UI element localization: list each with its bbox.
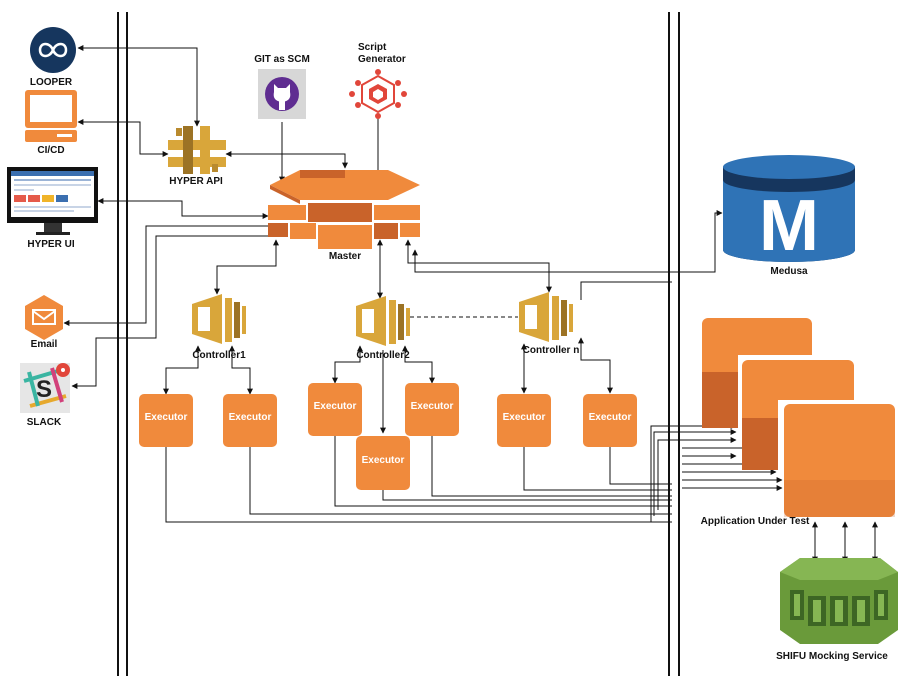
shifu-node: SHIFU Mocking Service xyxy=(776,558,898,662)
controller1-label: Controller1 xyxy=(192,350,246,361)
controller-icon xyxy=(356,296,410,346)
medusa-logo-letter: M xyxy=(759,186,819,266)
application-under-test-node: Application Under Test xyxy=(701,318,895,527)
database-icon: M xyxy=(723,155,855,266)
controller-n-label: Controller n xyxy=(523,345,580,356)
looper-icon xyxy=(30,27,76,73)
hexagon-network-icon xyxy=(349,69,407,119)
master-stack-icon xyxy=(268,170,420,249)
computer-icon xyxy=(25,90,77,142)
hyper-api-label: HYPER API xyxy=(169,176,223,187)
executor-label: Executor xyxy=(362,455,405,466)
master-label: Master xyxy=(329,251,361,262)
executor-6: Executor xyxy=(497,394,551,447)
looper-label: LOOPER xyxy=(30,77,73,88)
executor-label: Executor xyxy=(145,412,188,423)
script-generator-label-2: Generator xyxy=(358,54,406,65)
api-gateway-icon xyxy=(168,126,226,174)
right-bus-bar xyxy=(668,12,680,676)
script-generator-label-1: Script xyxy=(358,42,387,53)
git-label: GIT as SCM xyxy=(254,54,310,65)
executor-4: Executor xyxy=(356,436,410,490)
mock-service-icon xyxy=(780,558,898,644)
controller1-node: Controller1 xyxy=(192,294,246,361)
cicd-label: CI/CD xyxy=(37,145,64,156)
controller2-label: Controller2 xyxy=(356,350,410,361)
executor-label: Executor xyxy=(503,412,546,423)
executor-5: Executor xyxy=(405,383,459,436)
executor-label: Executor xyxy=(589,412,632,423)
github-icon xyxy=(258,69,306,119)
executor-label: Executor xyxy=(411,401,454,412)
executor-3: Executor xyxy=(308,383,362,436)
email-label: Email xyxy=(31,339,58,350)
executor-label: Executor xyxy=(314,401,357,412)
aut-label: Application Under Test xyxy=(701,516,810,527)
medusa-label: Medusa xyxy=(770,266,808,277)
server-stack-icon xyxy=(702,318,895,517)
slack-label: SLACK xyxy=(27,417,62,428)
master-node: Master xyxy=(268,170,420,262)
left-bus-bar xyxy=(117,12,128,676)
email-icon xyxy=(25,295,63,340)
hyper-ui-node: HYPER UI xyxy=(7,167,98,250)
controller2-node: Controller2 xyxy=(356,296,410,361)
email-node: Email xyxy=(25,295,63,350)
shifu-label: SHIFU Mocking Service xyxy=(776,651,888,662)
slack-icon: S xyxy=(20,363,70,413)
controller-icon xyxy=(519,292,573,342)
executor-2: Executor xyxy=(223,394,277,447)
looper-node: LOOPER xyxy=(30,27,76,88)
controller-icon xyxy=(192,294,246,344)
git-node: GIT as SCM xyxy=(254,54,310,119)
executor-7: Executor xyxy=(583,394,637,447)
script-generator-node: Script Generator xyxy=(349,42,407,119)
controller-n-node: Controller n xyxy=(519,292,579,356)
hyper-api-node: HYPER API xyxy=(168,126,226,187)
hyper-ui-label: HYPER UI xyxy=(27,239,74,250)
cicd-node: CI/CD xyxy=(25,90,77,156)
medusa-node: M Medusa xyxy=(723,155,855,277)
slack-node: S SLACK xyxy=(20,363,70,428)
executor-label: Executor xyxy=(229,412,272,423)
slack-logo-letter: S xyxy=(36,376,52,403)
connectors xyxy=(63,45,878,563)
monitor-icon xyxy=(7,167,98,235)
executor-1: Executor xyxy=(139,394,193,447)
